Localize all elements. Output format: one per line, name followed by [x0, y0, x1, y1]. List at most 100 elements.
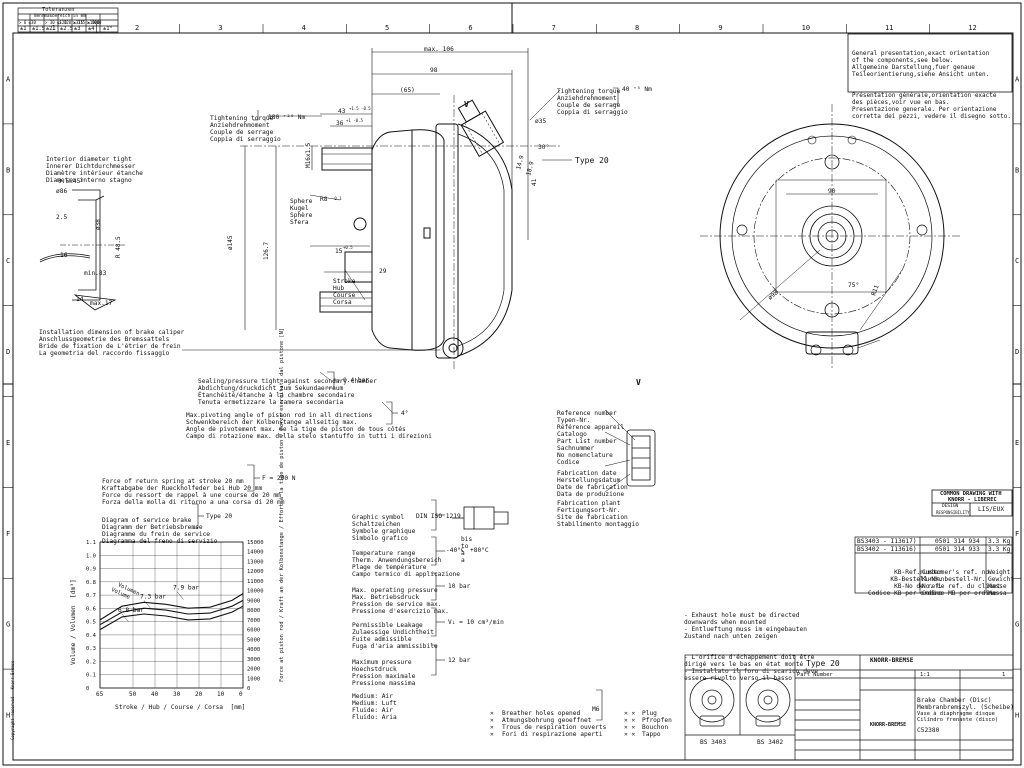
chart-y-right-tick: 15000 [247, 540, 264, 546]
chart-ylabel-left: Volume / Volumen [dm³] [70, 579, 77, 665]
chart-y-left-tick: 0.1 [86, 673, 96, 679]
chart-annotation: 7.3 bar [140, 593, 166, 600]
brake-chamber-side-view [319, 99, 513, 359]
grid-row-right-A: A [1015, 75, 1020, 83]
chart-y-right-tick: 5000 [247, 637, 260, 643]
title-block-part-label: Part Number [797, 672, 833, 678]
common-drawing-box [931, 489, 1013, 517]
dim-41: 41 [531, 178, 538, 186]
dim-29: 29 [379, 268, 387, 275]
title-block-drawing-no: C52380 [917, 727, 940, 734]
torque-right-value: 40 ⁺⁵ Nm [622, 86, 652, 93]
temperature-delta: à [461, 550, 465, 557]
dim-90: 90 [828, 188, 836, 195]
plug-symbols: ✕ ✕✕ ✕✕ ✕✕ ✕ [624, 710, 636, 738]
chart-series-line-0 [99, 605, 244, 631]
dim-36: 36 [336, 120, 344, 127]
chart-y-right-tick: 9000 [247, 598, 260, 604]
dim-75deg: 75° [848, 282, 860, 289]
dim-36-tol: +1 -0.5 [346, 118, 363, 123]
chart-x-tick: 10 [217, 691, 225, 698]
parts-row-2-customer: 0501 314 933 [935, 546, 980, 553]
grid-col-3: 3 [218, 24, 222, 32]
tolerance-symbol-2: ±1.5 [32, 26, 45, 32]
chart-y-right-tick: 7000 [247, 618, 260, 624]
parts-row-1-ref: BS3403 - I13617) [857, 538, 917, 545]
dim-phi145: ø145 [227, 235, 234, 250]
dim-15-tol: +0.5 [343, 245, 353, 250]
dim-min83: min.83 [84, 270, 107, 277]
title-block-lines [684, 654, 1014, 761]
dim-r8: R8 [320, 196, 328, 203]
service-brake-value: Type 20 [206, 513, 233, 520]
title-block-company: KNORR-BREMSE [870, 657, 914, 664]
parts-row-1-customer: 0501 314 934 [935, 538, 980, 545]
tolerance-range-1: > 6 ≤30 [19, 20, 36, 25]
dimension-lines [244, 48, 529, 330]
temperature-bis: bis [461, 536, 473, 543]
sealing-value: 0.4 bar [343, 377, 370, 384]
parts-table-lines [854, 536, 1013, 594]
dim-16: 16 [60, 252, 68, 259]
dim-max17: max.17 [90, 300, 113, 307]
caliper-installation-detail [39, 189, 125, 311]
chart-y-right-tick: 8000 [247, 608, 260, 614]
chart-y-right-tick: 14000 [247, 550, 264, 556]
grid-col-2: 2 [135, 24, 139, 32]
chart-x-tick: 50 [129, 691, 137, 698]
parts-row-2-ref: BS3402 - I13616) [857, 546, 917, 553]
dim-15: 15 [335, 248, 343, 255]
grid-row-left-E: E [6, 439, 10, 447]
title-block-type: Type 20 [806, 659, 840, 668]
tolerance-symbol-7: ±1° [103, 26, 113, 32]
dim-43: 43 [338, 108, 346, 115]
dim-phi98: ø98 [767, 289, 780, 302]
chart-y-right-tick: 10000 [247, 589, 264, 595]
copyright-text: Copyright reserved – Knorr-Bremse [10, 660, 15, 740]
temperature-to: to [461, 543, 469, 550]
dim-2.5: 2.5 [56, 214, 68, 221]
tolerance-range-4: > 315 ≤1000 [73, 20, 100, 25]
design-label: DESIGN [942, 504, 959, 509]
temperature-high: +80°C [470, 547, 489, 554]
grid-row-right-D: D [1015, 348, 1019, 356]
breather-symbols: ✕✕✕✕ [490, 710, 494, 738]
view-label-2: V [636, 378, 641, 387]
chart-x-tick: 20 [195, 691, 203, 698]
chart-y-right-tick: 13000 [247, 559, 264, 565]
dim-149: 14.9 [515, 154, 526, 170]
chart-x-tick: 65 [96, 691, 104, 698]
title-block-sheet: 1 [1002, 672, 1006, 678]
title-block-name4: Cilindro frenante (disco) [917, 717, 999, 723]
title-block-name2: Membranbremszyl. (Scheibe) [917, 704, 1014, 711]
tolerance-range-3: > 120 ≤315 [59, 20, 84, 25]
dim-phi38: ø38 [95, 219, 102, 230]
dim-0.5x45: 0.5x45° [58, 178, 85, 185]
chart-y-left-tick: 0.5 [86, 620, 96, 626]
grid-row-left-C: C [6, 257, 10, 265]
tolerance-table [17, 7, 119, 33]
grid-row-left-D: D [6, 348, 10, 356]
grid-col-9: 9 [718, 24, 722, 32]
grid-col-7: 7 [552, 24, 556, 32]
chart-y-right-tick: 4000 [247, 647, 260, 653]
chart-x-tick: 0 [239, 691, 243, 698]
parts-row-1-weight: 3.3 Kg [988, 538, 1011, 545]
graphic-symbol-value: DIN ISO 1219 [416, 513, 461, 520]
tolerance-title: Toleranzen [42, 7, 75, 13]
chart-y-left-tick: 0.8 [86, 580, 96, 586]
grid-row-right-E: E [1015, 439, 1019, 447]
grid-col-4: 4 [302, 24, 306, 32]
grid-row-left-B: B [6, 166, 10, 174]
operating-pressure-value: 10 bar [448, 583, 471, 590]
dim-r485: R 48.5 [115, 236, 122, 258]
